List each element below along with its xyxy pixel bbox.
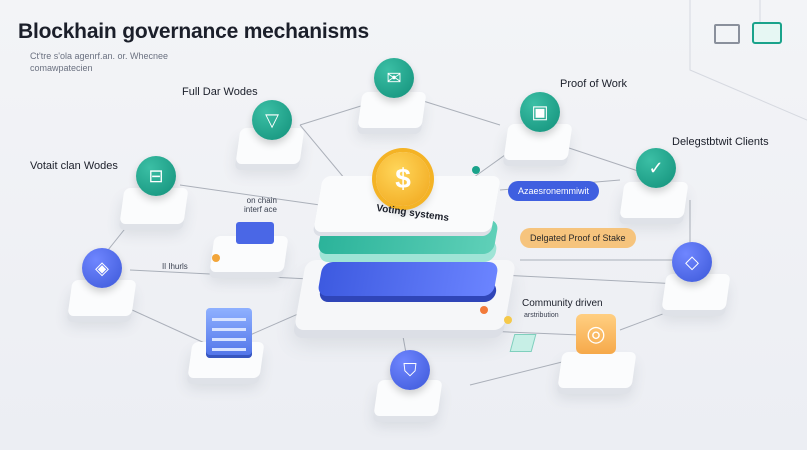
diamond-icon: ◇ <box>672 242 712 282</box>
lock-icon: ⊟ <box>136 156 176 196</box>
validator-nodes-label: Votait clan Wodes <box>30 160 118 172</box>
teal-dot <box>472 166 480 174</box>
blue-pill-button[interactable]: Azaesronemmiwit <box>508 181 600 201</box>
orange-dot-2 <box>480 306 488 314</box>
full-nodes-label: Full Dar Wodes <box>182 86 258 98</box>
orange-dot <box>212 254 220 262</box>
fingerprint-doc-icon: ◎ <box>576 314 616 354</box>
proof-of-work-label: Proof of Work <box>560 78 628 90</box>
check-badge-icon: ✓ <box>636 148 676 188</box>
interface-card-icon <box>236 222 274 244</box>
shield-chart-icon: ⛉ <box>390 350 430 390</box>
shield-v-icon: ▽ <box>252 100 292 140</box>
delegated-proof-of-stake-pill[interactable]: Delgated Proof of Stake <box>520 228 636 248</box>
server-stack-icon <box>206 308 252 358</box>
yellow-dot <box>504 316 512 324</box>
envelope-check-icon: ✉ <box>374 58 414 98</box>
left-small-label: Il Ihurls <box>162 262 188 271</box>
search-doc-icon: ▣ <box>520 92 560 132</box>
cube-icon: ◈ <box>82 248 122 288</box>
hub-layer-blue <box>317 262 499 296</box>
dollar-coin-icon[interactable]: $ <box>376 152 430 206</box>
delegated-clients-label: Delegstbtwit Clients <box>672 136 769 148</box>
community-driven-label: Community driven <box>522 298 603 309</box>
laptop-icon[interactable] <box>752 22 782 44</box>
community-small-label: arstribution <box>524 312 559 319</box>
printer-icon[interactable] <box>714 24 740 44</box>
page-title: Blockhain governance mechanisms <box>18 20 369 43</box>
page-subtitle: Ct'tre s'ola agenrf.an. or. Whecnee coma… <box>30 51 169 73</box>
on-chain-interface-label: on chain interf ace <box>244 196 277 214</box>
